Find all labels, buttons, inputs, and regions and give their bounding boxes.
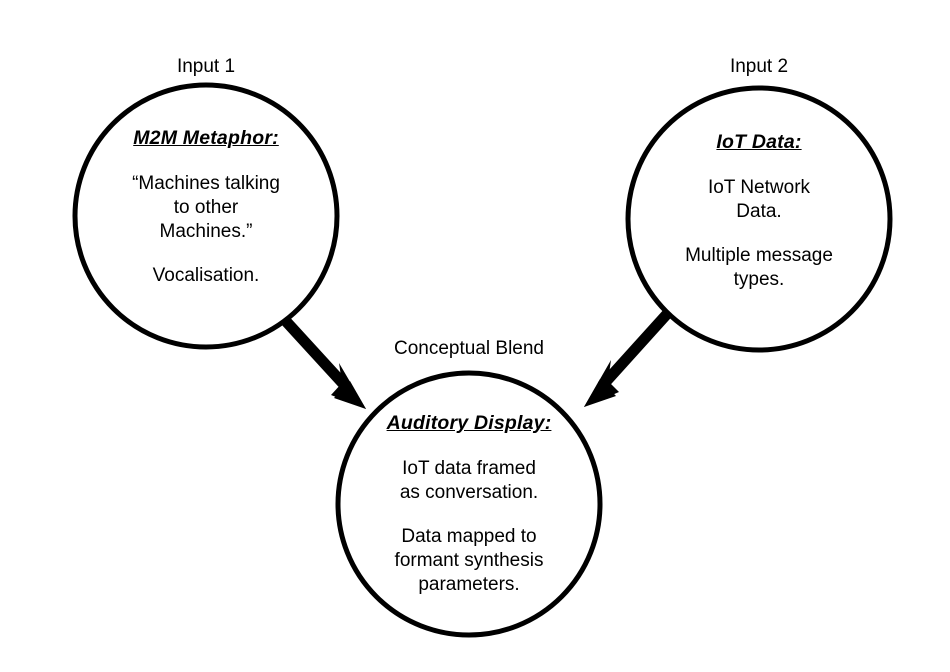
body-input-2-primary: IoT Network Data. (707, 177, 811, 222)
spacer (629, 154, 889, 176)
circle-blend (335, 370, 603, 638)
body-blend-secondary: Data mapped to formant synthesis paramet… (394, 526, 544, 595)
heading-input-1: M2M Metaphor: (133, 127, 279, 149)
label-input-1: Input 1 (176, 56, 236, 77)
heading-blend: Auditory Display: (386, 412, 552, 434)
spacer (76, 244, 336, 264)
body-input-2-secondary: Multiple message types. (685, 245, 833, 290)
node-content-blend: Auditory Display: IoT data framed as con… (339, 411, 599, 597)
label-conceptual-blend: Conceptual Blend (394, 338, 544, 359)
arrow-input1-to-blend (278, 314, 366, 409)
node-content-input-1: M2M Metaphor: “Machines talking to other… (76, 126, 336, 288)
node-content-input-2: IoT Data: IoT Network Data. Multiple mes… (629, 130, 889, 292)
label-input-2: Input 2 (729, 56, 789, 77)
spacer (629, 224, 889, 244)
body-input-1-secondary: Vocalisation. (152, 265, 260, 286)
spacer (339, 505, 599, 525)
spacer (339, 435, 599, 457)
circle-input-1 (72, 82, 340, 350)
spacer (76, 150, 336, 172)
arrow-input2-to-blend (584, 310, 672, 407)
circle-input-2 (625, 85, 893, 353)
heading-input-2: IoT Data: (716, 131, 802, 153)
body-blend-primary: IoT data framed as conversation. (399, 458, 539, 503)
body-input-1-primary: “Machines talking to other Machines.” (132, 173, 280, 242)
